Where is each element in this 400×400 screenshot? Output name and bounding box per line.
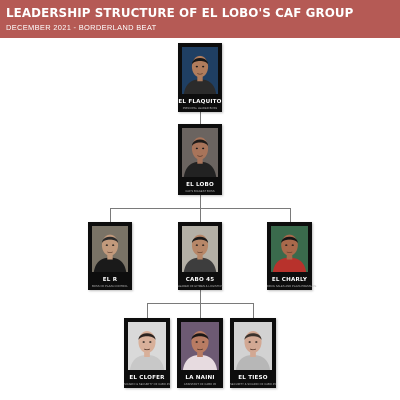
member-card: EL CHARLY DRUG SALES AND PLAZA PRESSURE bbox=[267, 222, 317, 290]
member-photo bbox=[234, 322, 272, 370]
member-photo bbox=[182, 226, 218, 272]
chart-subtitle: DECEMBER 2021 - BORDERLAND BEAT bbox=[6, 23, 157, 32]
member-name: EL CLOFER bbox=[129, 375, 165, 381]
member-name: EL LOBO bbox=[186, 182, 214, 188]
member-card: EL CLOFER SICARIO & SECURITY OF CABO 45 bbox=[124, 318, 170, 388]
connector-line bbox=[110, 208, 111, 222]
member-role: BOSS OF PLAZA CONTROL bbox=[92, 285, 128, 288]
member-photo bbox=[182, 128, 218, 177]
member-role: SICARIO & SECURITY OF CABO 45 bbox=[124, 383, 170, 386]
member-photo bbox=[271, 226, 308, 272]
portrait-silhouette bbox=[128, 322, 166, 370]
portrait-silhouette bbox=[182, 226, 218, 272]
member-card: EL TIESO SECURITY & SICARIO OF CABO 45 bbox=[230, 318, 276, 388]
member-card: LA NAINI ASSISTANT OF CABO 45 bbox=[177, 318, 223, 388]
member-name: EL CHARLY bbox=[271, 277, 308, 283]
connector-line bbox=[290, 208, 291, 222]
member-role: DRUG SALES AND PLAZA PRESSURE bbox=[267, 285, 317, 288]
title-banner: LEADERSHIP STRUCTURE OF EL LOBO'S CAF GR… bbox=[0, 0, 400, 38]
member-role: PRINCIPAL LEADER BOSS bbox=[182, 107, 218, 110]
member-card: EL R BOSS OF PLAZA CONTROL bbox=[88, 222, 132, 290]
member-card: CABO 45 LEADER OF HITMEN & LOGISTICS bbox=[178, 222, 224, 290]
member-name: CABO 45 bbox=[185, 277, 215, 283]
portrait-silhouette bbox=[234, 322, 272, 370]
connector-line bbox=[200, 208, 201, 222]
member-role: ASSISTANT OF CABO 45 bbox=[183, 383, 217, 386]
member-name: EL FLAQUITO bbox=[178, 99, 222, 105]
member-role: SECURITY & SICARIO OF CABO 45 bbox=[230, 383, 276, 386]
portrait-silhouette bbox=[181, 322, 219, 370]
portrait-silhouette bbox=[182, 128, 218, 177]
member-role: LEADER OF HITMEN & LOGISTICS bbox=[178, 285, 224, 288]
portrait-silhouette bbox=[92, 226, 128, 272]
connector-line bbox=[200, 195, 201, 208]
member-photo bbox=[92, 226, 128, 272]
connector-line bbox=[200, 290, 201, 303]
member-photo bbox=[128, 322, 166, 370]
connector-line bbox=[253, 303, 254, 318]
member-photo bbox=[181, 322, 219, 370]
member-photo bbox=[182, 47, 218, 94]
portrait-silhouette bbox=[182, 47, 218, 94]
chart-title: LEADERSHIP STRUCTURE OF EL LOBO'S CAF GR… bbox=[6, 5, 354, 20]
member-name: EL R bbox=[102, 277, 118, 283]
portrait-silhouette bbox=[271, 226, 308, 272]
member-card: EL FLAQUITO PRINCIPAL LEADER BOSS bbox=[178, 43, 222, 112]
member-name: LA NAINI bbox=[185, 375, 215, 381]
connector-line bbox=[200, 112, 201, 124]
member-card: EL LOBO CAF'S BIGGEST BOSS bbox=[178, 124, 222, 195]
connector-line bbox=[200, 303, 201, 318]
member-role: CAF'S BIGGEST BOSS bbox=[185, 190, 215, 193]
member-name: EL TIESO bbox=[238, 375, 268, 381]
connector-line bbox=[147, 303, 148, 318]
